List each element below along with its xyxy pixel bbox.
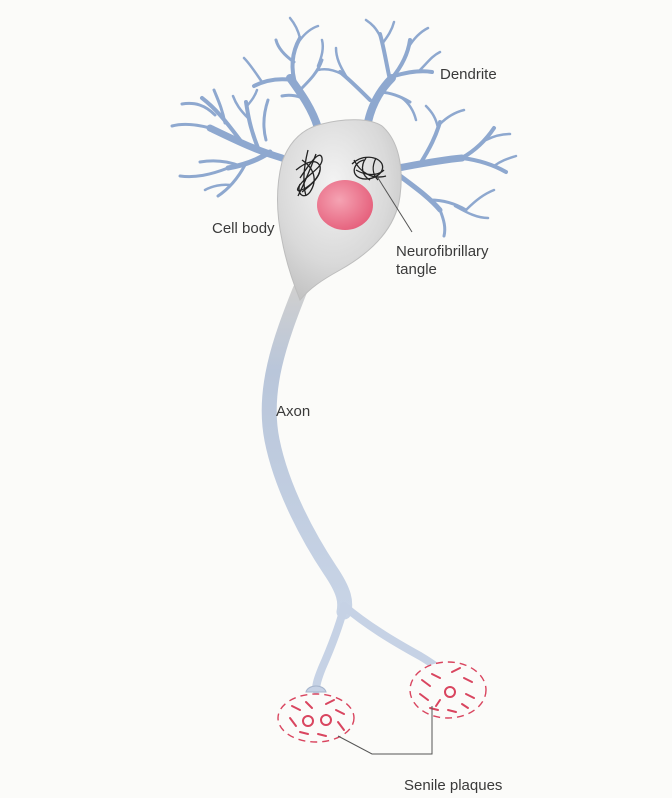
cell-body-label: Cell body [212,220,275,237]
dendrite-label: Dendrite [440,66,497,83]
senile-plaque-right [410,662,486,718]
tangle-label-line1: Neurofibrillary [396,243,489,260]
dendrite-left [172,90,282,196]
plaques-label: Senile plaques [404,777,502,794]
dendrite-right [398,106,516,236]
dendrite-upper-left [244,18,323,128]
dendrite-upper-right [318,20,440,122]
axon-terminal-left [306,686,326,692]
axon-label: Axon [276,403,310,420]
senile-plaque-left [278,694,354,742]
tangle-label-line2: tangle [396,261,437,278]
nucleus [317,180,373,230]
axon [269,290,440,690]
